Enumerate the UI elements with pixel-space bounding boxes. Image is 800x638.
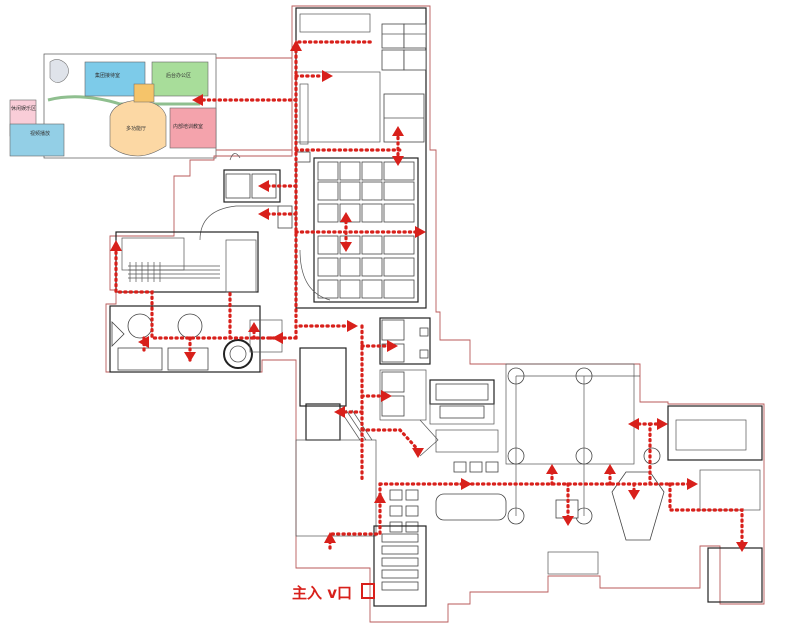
landscape-icon <box>49 59 69 83</box>
arrow-down-icon <box>736 542 748 552</box>
zone-training <box>169 107 217 149</box>
arrow-left-icon <box>628 418 639 430</box>
arrow-left-icon <box>192 94 203 106</box>
arrow-down-icon <box>392 156 404 166</box>
arrow-right-icon <box>657 418 668 430</box>
arrow-down-icon <box>412 448 424 458</box>
arrow-up-icon <box>248 322 260 332</box>
arrow-left-icon <box>272 332 283 344</box>
central-core <box>299 317 499 457</box>
zone-label: 内部培训教室 <box>173 123 203 130</box>
desk-grid <box>317 161 415 299</box>
storage-racks <box>381 533 419 591</box>
arrow-left-icon <box>334 406 345 418</box>
zone-label: 视频播放 <box>30 130 50 137</box>
zone-block-frame <box>43 53 217 159</box>
zone-multipurpose <box>109 99 167 157</box>
west-wing <box>109 153 331 373</box>
garden-path <box>47 95 200 106</box>
route-arrows <box>110 40 748 552</box>
arrow-right-icon <box>347 320 358 332</box>
arrow-up-icon <box>546 464 558 474</box>
arrow-down-icon <box>340 242 352 252</box>
arrow-right-icon <box>387 340 398 352</box>
arrow-down-icon <box>562 516 574 526</box>
arrow-up-icon <box>290 40 302 51</box>
arrow-down-icon <box>184 352 196 362</box>
zone-block: 集团接待室 后台办公区 休闲娱乐区 视频播放 多功能厅 内部培训教室 <box>9 53 217 159</box>
east-wing <box>505 363 763 603</box>
arrow-up-icon <box>604 464 616 474</box>
arrow-up-icon <box>324 532 336 543</box>
arrow-right-icon <box>322 70 333 82</box>
arrow-up-icon <box>110 240 122 251</box>
zone-label: 多功能厅 <box>126 125 146 132</box>
arrow-down-icon <box>628 490 640 500</box>
lobby-core <box>133 83 155 103</box>
entrance-door-icon <box>361 583 375 599</box>
zone-back-office <box>151 61 209 97</box>
north-wing <box>277 7 427 309</box>
zone-label: 休闲娱乐区 <box>11 105 36 112</box>
arrow-right-icon <box>687 478 698 490</box>
arrow-right-icon <box>415 226 426 238</box>
arrow-left-icon <box>138 336 149 348</box>
zone-label: 后台办公区 <box>166 72 191 79</box>
arrow-up-icon <box>374 492 386 503</box>
arrow-up-icon <box>340 212 352 222</box>
lobby <box>295 439 507 607</box>
arrow-up-icon <box>392 126 404 136</box>
main-entrance-label: 主入 v口 <box>292 584 352 602</box>
seating-area <box>389 461 499 533</box>
zone-label: 集团接待室 <box>95 72 120 79</box>
arrow-right-icon <box>381 390 392 402</box>
zone-video <box>9 123 65 157</box>
building-outline <box>105 5 765 623</box>
arrow-right-icon <box>461 478 472 490</box>
arrow-left-icon <box>258 180 269 192</box>
stair-steps <box>128 262 220 282</box>
arrow-left-icon <box>258 208 269 220</box>
